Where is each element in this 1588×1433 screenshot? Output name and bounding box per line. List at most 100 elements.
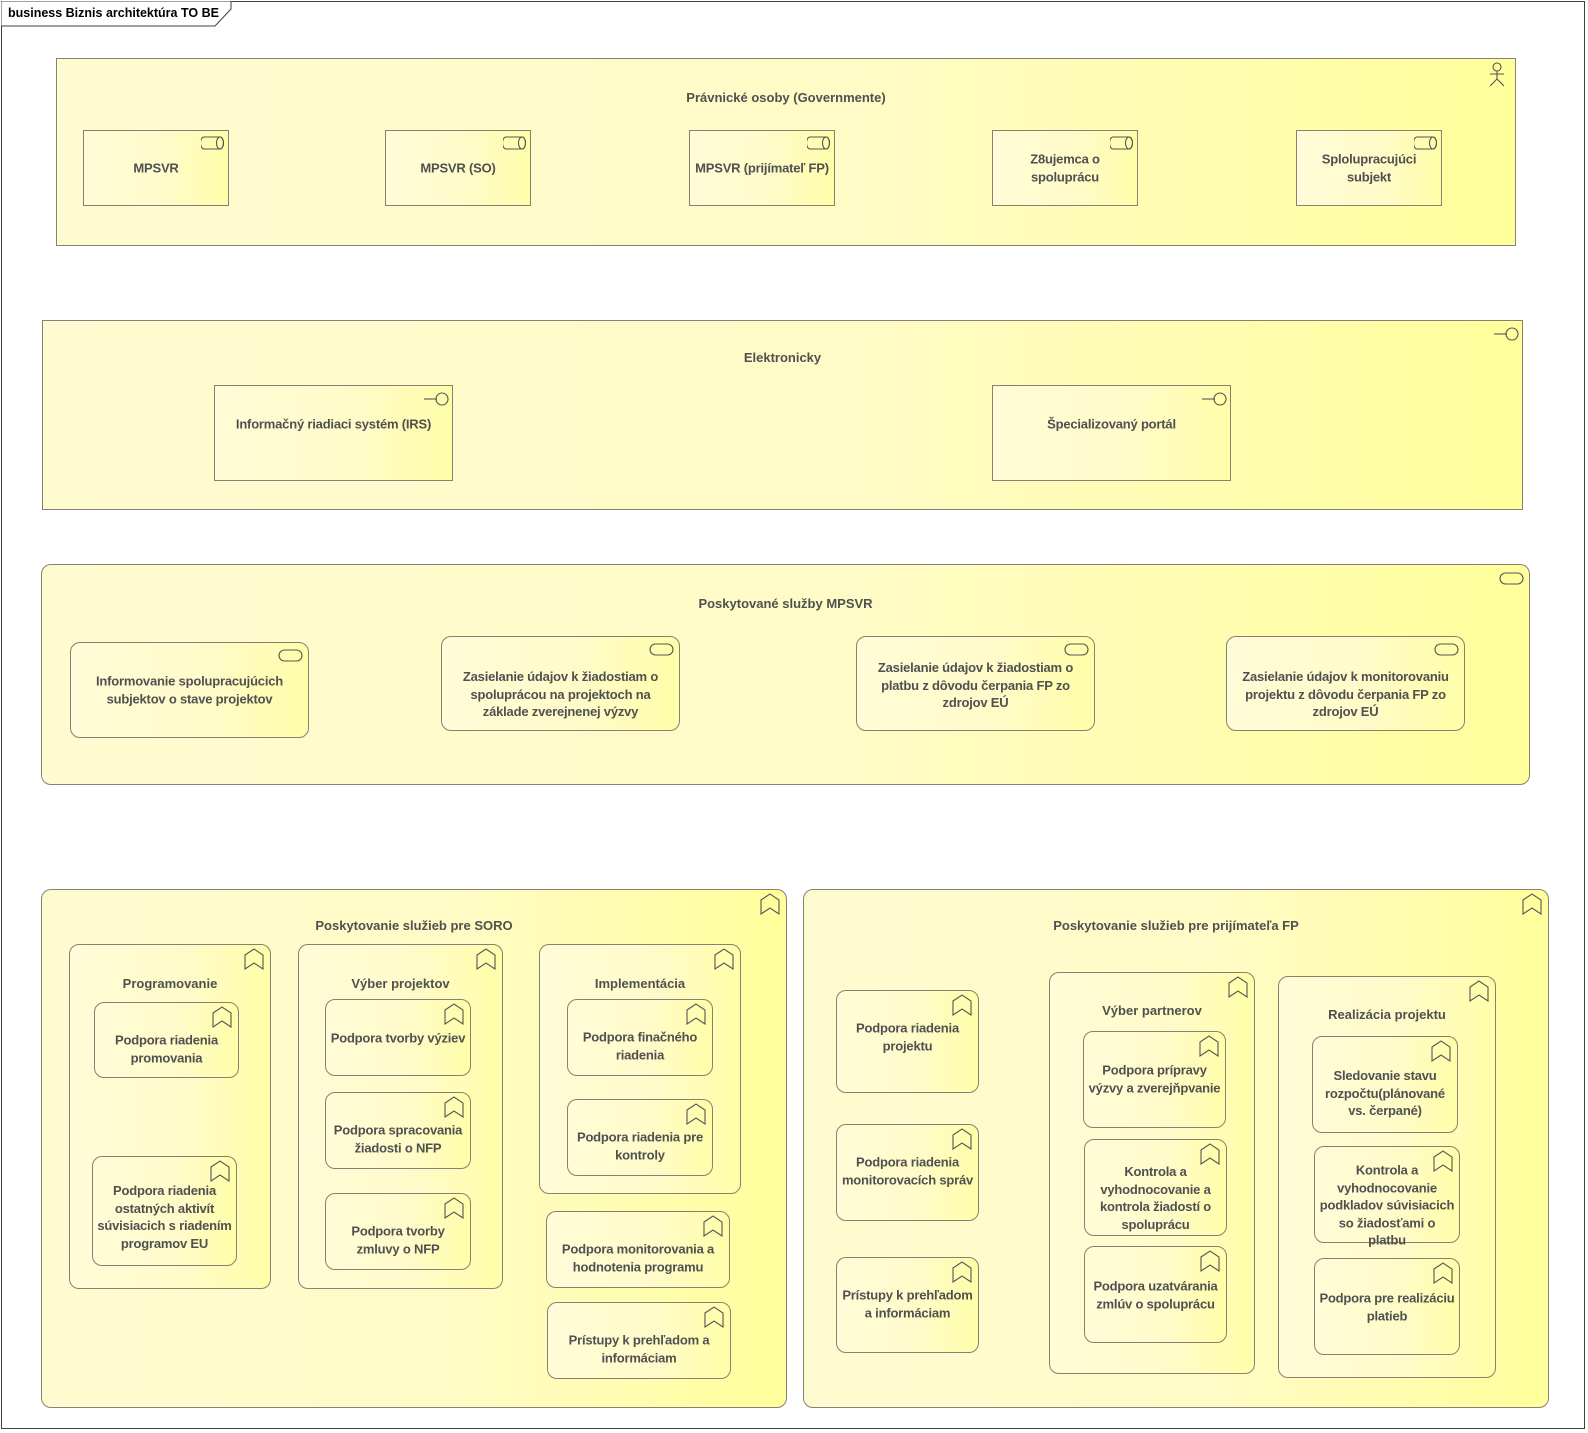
service-icon xyxy=(649,643,675,657)
function-label: Podpora prípravy výzvy a zverejňpvanie xyxy=(1088,1062,1221,1096)
function-box[interactable]: Podpora uzatvárania zmlúv o spoluprácu xyxy=(1084,1246,1227,1343)
function-label: Podpora tvorby zmluvy o NFP xyxy=(351,1223,445,1257)
function-icon xyxy=(1199,1035,1219,1057)
prijimatel-group-title: Poskytovanie služieb pre prijímateľa FP xyxy=(1053,918,1299,933)
function-label: Podpora riadenia monitorovacích správ xyxy=(841,1154,974,1188)
role-icon xyxy=(201,136,225,150)
function-icon xyxy=(1200,1250,1220,1272)
service-label: Informovanie spolupracujúcich subjektov … xyxy=(95,673,284,707)
function-box[interactable]: Podpora riadenia ostatných aktivít súvis… xyxy=(92,1156,237,1266)
role-icon xyxy=(503,136,527,150)
function-box[interactable]: Podpora monitorovania a hodnotenia progr… xyxy=(546,1211,730,1288)
function-icon xyxy=(212,1006,232,1028)
service-group[interactable]: Poskytované služby MPSVR Informovanie sp… xyxy=(41,564,1530,785)
role-label: MPSVR (SO) xyxy=(420,160,496,176)
function-box[interactable]: Podpora pre realizáciu platieb xyxy=(1314,1258,1460,1355)
vyber-partnerov-title: Výber partnerov xyxy=(1102,1003,1202,1018)
service-box[interactable]: Zasielanie údajov k žiadostiam o platbu … xyxy=(856,636,1095,731)
function-box[interactable]: Podpora riadenia monitorovacích správ xyxy=(836,1124,979,1221)
function-icon xyxy=(444,1096,464,1118)
interface-label: Informačný riadiaci systém (IRS) xyxy=(235,416,432,432)
interface-label: Špecializovaný portál xyxy=(1047,416,1176,432)
service-group-title: Poskytované služby MPSVR xyxy=(698,596,873,611)
role-label: MPSVR (prijímateľ FP) xyxy=(695,160,829,176)
realizacia-group[interactable]: Realizácia projektu Sledovanie stavu roz… xyxy=(1278,976,1496,1378)
function-box[interactable]: Podpora spracovania žiadosti o NFP xyxy=(325,1092,471,1169)
service-box[interactable]: Zasielanie údajov k žiadostiam o spolupr… xyxy=(441,636,680,731)
interface-group-title: Elektronicky xyxy=(743,350,822,365)
function-box[interactable]: Podpora prípravy výzvy a zverejňpvanie xyxy=(1083,1031,1226,1128)
function-box[interactable]: Podpora tvorby výziev xyxy=(325,999,471,1076)
function-icon xyxy=(1469,980,1489,1002)
function-icon xyxy=(1433,1262,1453,1284)
interface-box[interactable]: Špecializovaný portál xyxy=(992,385,1231,481)
interface-box[interactable]: Informačný riadiaci systém (IRS) xyxy=(214,385,453,481)
function-icon xyxy=(1200,1143,1220,1165)
implementacia-group[interactable]: Implementácia Podpora finačného riadenia… xyxy=(539,944,741,1194)
function-icon xyxy=(714,948,734,970)
function-label: Podpora pre realizáciu platieb xyxy=(1319,1290,1455,1324)
function-icon xyxy=(686,1003,706,1025)
function-label: Kontrola a vyhodnocovanie a kontrola žia… xyxy=(1099,1164,1212,1232)
interface-icon xyxy=(1493,326,1519,342)
function-icon xyxy=(952,994,972,1016)
function-box[interactable]: Podpora riadenia promovania xyxy=(94,1002,239,1078)
function-box[interactable]: Podpora tvorby zmluvy o NFP xyxy=(325,1193,471,1270)
function-icon xyxy=(444,1003,464,1025)
function-icon xyxy=(1228,976,1248,998)
function-box[interactable]: Podpora finačného riadenia xyxy=(567,999,713,1076)
service-label: Zasielanie údajov k žiadostiam o spolupr… xyxy=(462,668,659,719)
function-box[interactable]: Prístupy k prehľadom a informáciam xyxy=(836,1257,979,1353)
soro-group[interactable]: Poskytovanie služieb pre SORO Programova… xyxy=(41,889,787,1408)
function-label: Podpora spracovania žiadosti o NFP xyxy=(333,1122,463,1156)
vyber-partnerov-group[interactable]: Výber partnerov Podpora prípravy výzvy a… xyxy=(1049,972,1255,1374)
function-icon xyxy=(760,893,780,915)
function-box[interactable]: Kontrola a vyhodnocovanie podkladov súvi… xyxy=(1314,1146,1460,1247)
service-label: Zasielanie údajov k monitorovaniu projek… xyxy=(1242,668,1449,719)
function-box[interactable]: Podpora riadenia pre kontroly xyxy=(567,1099,713,1176)
function-label: Podpora uzatvárania zmlúv o spoluprácu xyxy=(1093,1278,1218,1312)
role-box[interactable]: Z8ujemca o spoluprácu xyxy=(992,130,1138,206)
role-icon xyxy=(1414,136,1438,150)
actor-group[interactable]: Právnické osoby (Governmente) MPSVR MPSV… xyxy=(56,58,1516,246)
service-icon xyxy=(1064,643,1090,657)
vyber-projektov-title: Výber projektov xyxy=(351,976,450,991)
service-icon xyxy=(1434,643,1460,657)
function-icon xyxy=(1522,893,1542,915)
role-box[interactable]: MPSVR (prijímateľ FP) xyxy=(689,130,835,206)
function-box[interactable]: Prístupy k prehľadom a informáciam xyxy=(547,1302,731,1379)
function-box[interactable]: Podpora riadenia projektu xyxy=(836,990,979,1093)
function-label: Podpora monitorovania a hodnotenia progr… xyxy=(561,1241,715,1275)
function-label: Kontrola a vyhodnocovanie podkladov súvi… xyxy=(1319,1162,1455,1248)
function-label: Podpora riadenia ostatných aktivít súvis… xyxy=(97,1183,232,1251)
role-box[interactable]: MPSVR xyxy=(83,130,229,206)
prijimatel-group[interactable]: Poskytovanie služieb pre prijímateľa FP … xyxy=(803,889,1549,1408)
function-icon xyxy=(704,1306,724,1328)
programovanie-group[interactable]: Programovanie Podpora riadenia promovani… xyxy=(69,944,271,1289)
function-label: Podpora riadenia projektu xyxy=(856,1020,959,1054)
function-label: Prístupy k prehľadom a informáciam xyxy=(842,1287,973,1321)
function-icon xyxy=(1431,1040,1451,1062)
frame-title: business Biznis architektúra TO BE xyxy=(8,6,219,20)
function-icon xyxy=(210,1160,230,1182)
function-icon xyxy=(244,948,264,970)
vyber-projektov-group[interactable]: Výber projektov Podpora tvorby výziev Po… xyxy=(298,944,503,1289)
function-box[interactable]: Sledovanie stavu rozpočtu(plánované vs. … xyxy=(1312,1036,1458,1133)
interface-group[interactable]: Elektronicky Informačný riadiaci systém … xyxy=(42,320,1523,510)
function-box[interactable]: Kontrola a vyhodnocovanie a kontrola žia… xyxy=(1084,1139,1227,1236)
service-box[interactable]: Informovanie spolupracujúcich subjektov … xyxy=(70,642,309,738)
implementacia-title: Implementácia xyxy=(594,976,686,991)
function-label: Podpora finačného riadenia xyxy=(582,1029,698,1063)
soro-group-title: Poskytovanie služieb pre SORO xyxy=(315,918,513,933)
interface-icon xyxy=(423,391,449,407)
role-label: Splolupracujúci subjekt xyxy=(1321,151,1417,185)
function-label: Prístupy k prehľadom a informáciam xyxy=(568,1332,710,1366)
role-box[interactable]: Splolupracujúci subjekt xyxy=(1296,130,1442,206)
function-label: Sledovanie stavu rozpočtu(plánované vs. … xyxy=(1325,1067,1445,1118)
role-box[interactable]: MPSVR (SO) xyxy=(385,130,531,206)
function-icon xyxy=(703,1215,723,1237)
role-label: MPSVR xyxy=(133,160,179,176)
role-icon xyxy=(1110,136,1134,150)
service-box[interactable]: Zasielanie údajov k monitorovaniu projek… xyxy=(1226,636,1465,731)
function-icon xyxy=(1433,1150,1453,1172)
